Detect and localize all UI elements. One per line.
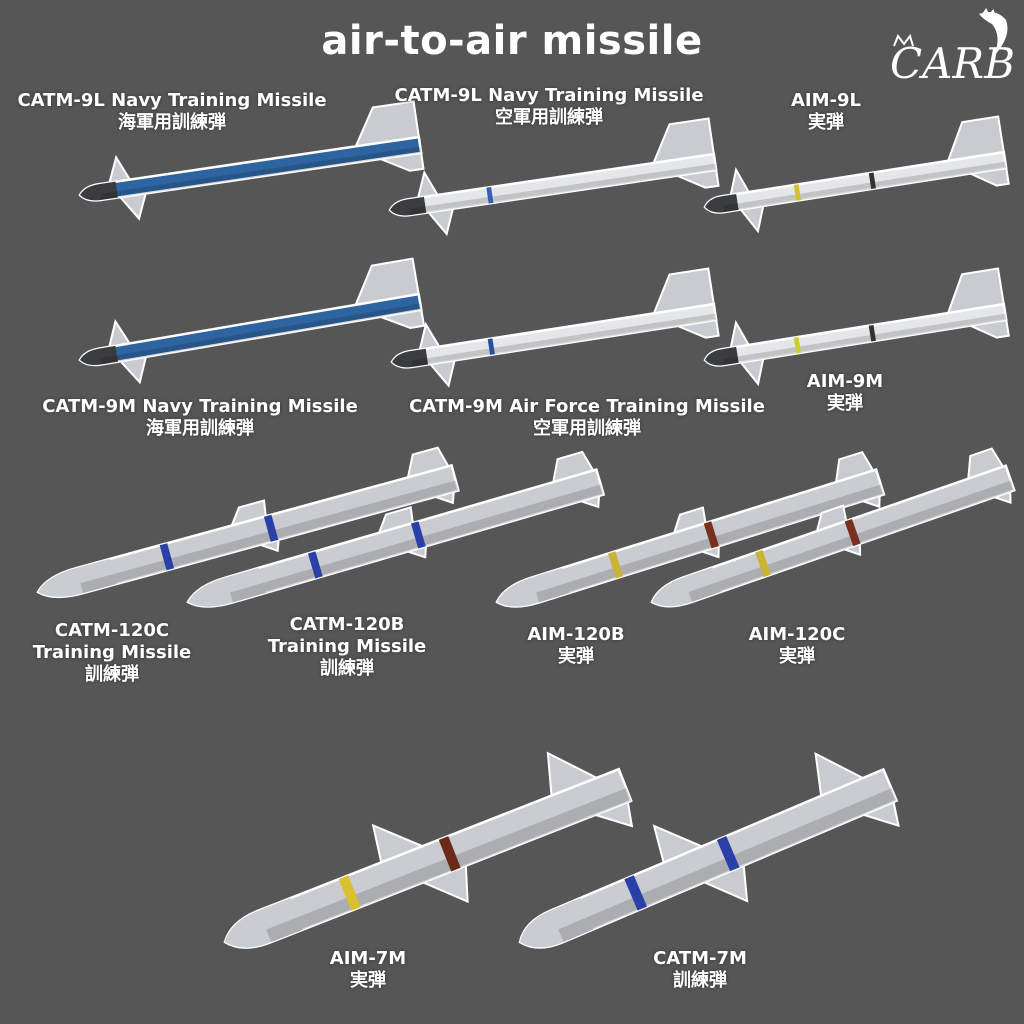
- missile-band: [608, 551, 624, 579]
- missile-band: [338, 875, 361, 911]
- missile-nose: [390, 196, 427, 216]
- missile-band: [868, 172, 876, 190]
- missile-catm-9l-navy-training-missile: [388, 117, 720, 237]
- missile-band: [868, 324, 877, 342]
- missile-band: [716, 836, 740, 872]
- missile-band: [624, 875, 648, 911]
- missile-band: [844, 518, 861, 547]
- carb-logo: CARB: [890, 8, 1015, 86]
- missile-aim-120c: [650, 447, 1016, 608]
- missile-band: [159, 543, 175, 571]
- missile-band: [793, 184, 801, 201]
- missile-band: [486, 186, 494, 204]
- missile-nose: [705, 194, 739, 213]
- body-shade: [100, 303, 422, 365]
- missile-band: [487, 338, 495, 355]
- missile-nose: [705, 346, 739, 366]
- missile-catm-9m-air-force-training-missile: [390, 267, 720, 388]
- missile-catm-120c: [36, 446, 460, 599]
- missile-nose: [225, 897, 304, 948]
- body-shade: [411, 313, 717, 367]
- missile-band: [793, 336, 802, 354]
- missile-aim-120b: [495, 450, 886, 608]
- missile-nose: [38, 558, 117, 597]
- missile-nose: [497, 567, 570, 607]
- body-shade: [723, 313, 1007, 366]
- missile-catm-7m: [518, 752, 900, 949]
- missile-band: [410, 521, 426, 549]
- missile-aim-7m: [223, 751, 634, 949]
- missile-band: [263, 514, 279, 542]
- missile-catm-120b: [186, 450, 606, 608]
- missile-aim-9l: [703, 115, 1010, 234]
- body-shade: [723, 161, 1007, 213]
- missile-band: [307, 551, 323, 579]
- missile-band: [438, 836, 461, 872]
- missile-catm-9l-navy-training-missile: [78, 100, 425, 221]
- body-shade: [409, 163, 717, 216]
- missile-nose: [652, 567, 721, 607]
- missile-nose: [80, 345, 119, 366]
- page-title: air-to-air missile: [321, 18, 703, 64]
- svg-text:CARB: CARB: [890, 39, 1015, 86]
- body-shade: [536, 484, 884, 603]
- missile-nose: [80, 181, 118, 201]
- body-shade: [100, 146, 422, 200]
- missile-band: [755, 549, 772, 578]
- missile-band: [703, 521, 719, 549]
- missile-aim-9m: [703, 267, 1010, 387]
- missile-nose: [392, 348, 429, 368]
- missile-catm-9m-navy-training-missile: [78, 257, 426, 385]
- missile-nose: [188, 567, 266, 607]
- missile-nose: [520, 898, 594, 948]
